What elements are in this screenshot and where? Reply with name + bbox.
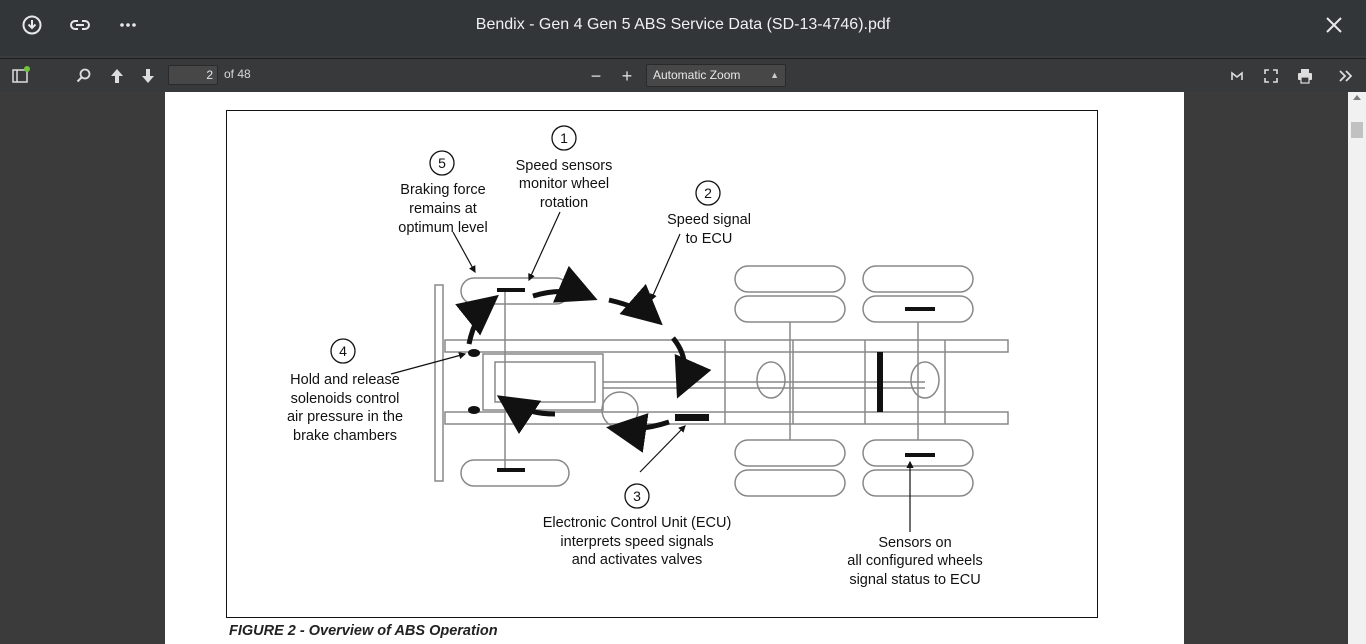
sidebar-toggle-icon[interactable] bbox=[9, 65, 31, 87]
pdf-toolbar: 2 of 48 − + Automatic Zoom ▲▼ bbox=[0, 58, 1366, 101]
abs-operation-diagram: 1 2 3 4 5 Speed sensors monitor wheel ro… bbox=[287, 125, 1009, 588]
callout-5-line-3: optimum level bbox=[398, 220, 487, 236]
scroll-up-icon[interactable] bbox=[1353, 95, 1361, 100]
find-icon[interactable] bbox=[73, 65, 95, 87]
next-page-icon[interactable] bbox=[137, 65, 159, 87]
callout-3-circle bbox=[624, 483, 650, 509]
callout-3-line-2: interprets speed signals bbox=[560, 534, 713, 550]
download-icon[interactable] bbox=[20, 13, 44, 37]
close-icon[interactable] bbox=[1322, 13, 1346, 37]
callout-3-number: 3 bbox=[633, 488, 641, 504]
rear-sensor-bottom bbox=[905, 453, 935, 457]
callout-2-line-1: Speed signal bbox=[667, 212, 751, 228]
callout-markers bbox=[330, 125, 721, 509]
vertical-scrollbar[interactable] bbox=[1348, 92, 1366, 644]
ecu-block bbox=[675, 414, 709, 421]
link-icon[interactable] bbox=[68, 13, 92, 37]
print-icon[interactable] bbox=[1294, 65, 1316, 87]
more-icon[interactable] bbox=[116, 13, 140, 37]
zoom-in-button[interactable]: + bbox=[621, 65, 633, 86]
page-number-input[interactable]: 2 bbox=[168, 65, 218, 85]
pdf-page: 1 2 3 4 5 Speed sensors monitor wheel ro… bbox=[165, 92, 1184, 644]
callout-4-line-4: brake chambers bbox=[293, 428, 397, 444]
fullscreen-icon[interactable] bbox=[1260, 65, 1282, 87]
abs-components bbox=[468, 288, 935, 472]
callout-3-line-1: Electronic Control Unit (ECU) bbox=[543, 515, 732, 531]
front-sensor-top bbox=[497, 288, 525, 292]
signal-flow-arrows bbox=[455, 265, 712, 453]
document-title: Bendix - Gen 4 Gen 5 ABS Service Data (S… bbox=[475, 16, 891, 33]
tools-icon[interactable] bbox=[1335, 65, 1357, 87]
previous-page-icon[interactable] bbox=[106, 65, 128, 87]
callout-4-number: 4 bbox=[339, 343, 347, 359]
callout-4-line-1: Hold and release bbox=[290, 372, 400, 388]
callout-1-line-3: rotation bbox=[540, 195, 588, 211]
callout-5-number: 5 bbox=[438, 155, 446, 171]
callout-1-circle bbox=[551, 125, 577, 151]
callout-5-line-1: Braking force bbox=[400, 182, 485, 198]
pdf-viewer[interactable]: 1 2 3 4 5 Speed sensors monitor wheel ro… bbox=[0, 92, 1366, 644]
zoom-out-button[interactable]: − bbox=[590, 65, 602, 86]
presentation-mode-icon[interactable] bbox=[1226, 65, 1248, 87]
callout-5-circle bbox=[429, 150, 455, 176]
scrollbar-thumb[interactable] bbox=[1351, 122, 1363, 138]
callout-1-line-2: monitor wheel bbox=[519, 176, 609, 192]
figure-caption: FIGURE 2 - Overview of ABS Operation bbox=[229, 623, 498, 639]
rear-sensor-top bbox=[905, 307, 935, 311]
rear-modulator bbox=[877, 352, 883, 412]
figure-frame bbox=[226, 110, 1098, 618]
callout-4-circle bbox=[330, 338, 356, 364]
callout-1-number: 1 bbox=[560, 130, 568, 146]
zoom-select[interactable]: Automatic Zoom ▲▼ bbox=[646, 64, 786, 101]
sensors-note-line-3: signal status to ECU bbox=[849, 572, 980, 588]
sensors-note-line-1: Sensors on bbox=[878, 535, 951, 551]
title-bar: Bendix - Gen 4 Gen 5 ABS Service Data (S… bbox=[0, 0, 1366, 56]
front-sensor-bottom bbox=[497, 468, 525, 472]
callout-2-circle bbox=[695, 180, 721, 206]
callout-2-number: 2 bbox=[704, 185, 712, 201]
page-count: of 48 bbox=[224, 67, 251, 81]
leader-lines bbox=[390, 211, 914, 532]
callout-4-line-2: solenoids control bbox=[291, 391, 400, 407]
callout-3-line-3: and activates valves bbox=[572, 552, 703, 568]
callout-1-line-1: Speed sensors bbox=[516, 158, 613, 174]
callout-4-line-3: air pressure in the bbox=[287, 409, 403, 425]
sensors-note-line-2: all configured wheels bbox=[847, 553, 982, 569]
truck-chassis bbox=[434, 265, 1009, 497]
status-dot bbox=[24, 66, 30, 72]
callout-5-line-2: remains at bbox=[409, 201, 477, 217]
zoom-select-value: Automatic Zoom bbox=[653, 68, 741, 82]
callout-2-line-2: to ECU bbox=[686, 231, 733, 247]
